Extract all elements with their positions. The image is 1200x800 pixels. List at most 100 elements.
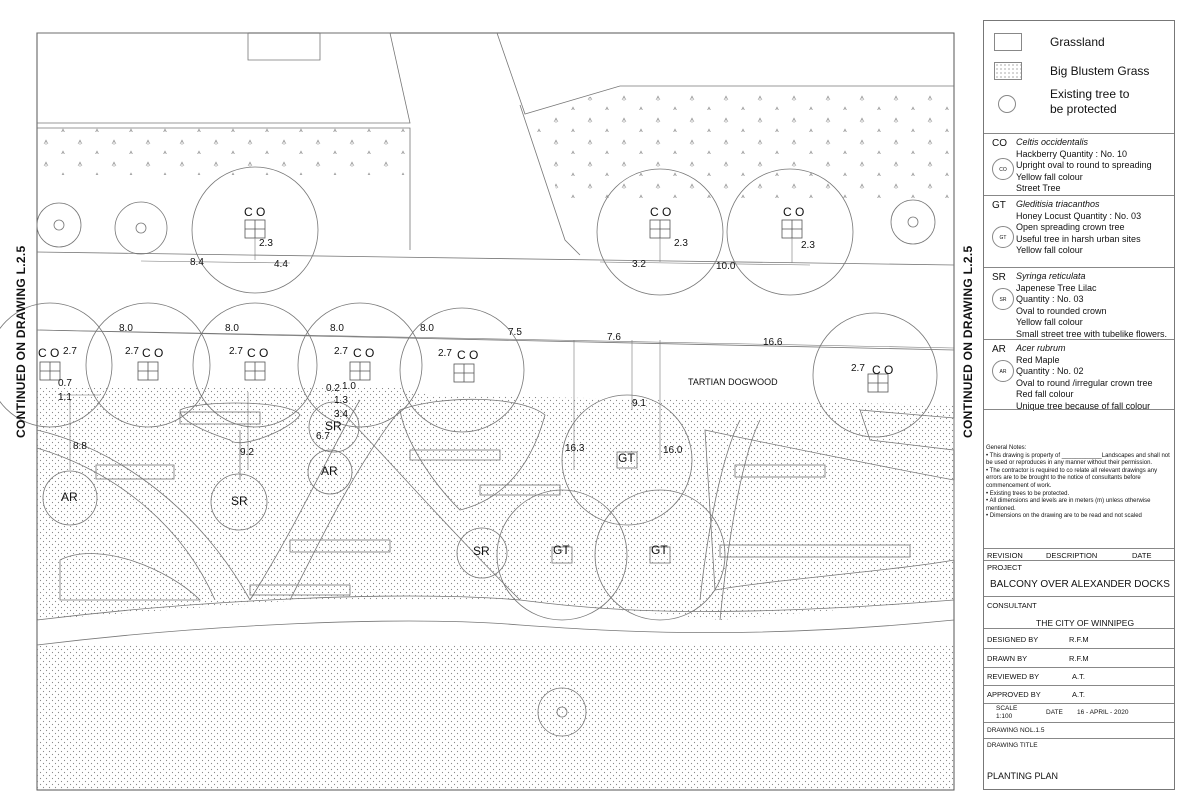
tree-label-co: C O	[872, 363, 894, 377]
dimension-label: 3.2	[632, 259, 646, 270]
dimension-label: 2.7	[125, 346, 139, 357]
dimension-lines	[39, 238, 955, 470]
species-entry-gt: GT GT Gleditisia triacanthos Honey Locus…	[984, 195, 1174, 267]
note-item: • Existing trees to be protected.	[986, 490, 1070, 497]
tree-label-ar: AR	[321, 464, 338, 478]
note-item: • This drawing is property of __________…	[986, 452, 1170, 467]
tree-label-gt: GT	[651, 543, 668, 557]
dimension-label: 7.5	[508, 327, 522, 338]
tree-label-co: C O	[353, 346, 375, 360]
tree-label-gt: GT	[618, 451, 635, 465]
co-planting-grids	[39, 219, 889, 393]
tree-label-co: C O	[38, 346, 60, 360]
scale-date-row: SCALE 1:100 DATE 16 - APRIL - 2020	[984, 703, 1174, 722]
dimension-label: 8.4	[190, 257, 204, 268]
dimension-label: 2.7	[851, 363, 865, 374]
dimension-label: 2.3	[801, 240, 815, 251]
co-tree-crowns-top	[191, 166, 854, 296]
grassland-area-left	[37, 125, 408, 175]
dimension-label: 2.7	[334, 346, 348, 357]
legend-title-panel: Grassland Big Blustem Grass Existing tre…	[983, 20, 1175, 790]
tree-label-co: C O	[457, 348, 479, 362]
dimension-label: 1.3	[334, 395, 348, 406]
dimension-label: 2.7	[63, 346, 77, 357]
dimension-label: 2.3	[259, 238, 273, 249]
drawn-by-row: DRAWN BY R.F.M	[984, 648, 1174, 667]
designed-by-row: DESIGNED BY R.F.M	[984, 628, 1174, 648]
co-tree-crowns-row	[0, 302, 938, 438]
sr-symbol-icon: SR	[992, 288, 1014, 310]
revision-header: REVISION DESCRIPTION DATE	[984, 548, 1174, 560]
lower-grass-area	[37, 645, 954, 790]
gt-tree-crowns	[496, 394, 726, 621]
project-block: PROJECT BALCONY OVER ALEXANDER DOCKS	[984, 560, 1174, 596]
dimension-label: 6.7	[316, 431, 330, 442]
species-entry-ar: AR AR Acer rubrum Red Maple Quantity : N…	[984, 339, 1174, 411]
dimension-label: 16.0	[663, 445, 683, 456]
co-symbol-icon: CO	[992, 158, 1014, 180]
building-outline-left	[37, 32, 411, 124]
dimension-label: 4.4	[274, 259, 288, 270]
continued-label-right: CONTINUED ON DRAWING L.2.5	[961, 245, 975, 438]
species-entry-co: CO CO Celtis occidentalis Hackberry Quan…	[984, 133, 1174, 195]
dimension-label: 10.0	[716, 261, 736, 272]
dimension-label: 9.2	[240, 447, 254, 458]
tree-label-co: C O	[783, 205, 805, 219]
note-item: • The contractor is required to co relat…	[986, 467, 1158, 489]
drawing-title-block: DRAWING TITLE PLANTING PLAN	[984, 738, 1174, 789]
street-edge-top	[36, 251, 955, 266]
shrub-label-tartian-dogwood: TARTIAN DOGWOOD	[688, 377, 778, 387]
dimension-label: 2.7	[438, 348, 452, 359]
note-item: • All dimensions and levels are in meter…	[986, 498, 1151, 512]
dotted-hatch-symbol-icon	[994, 62, 1022, 80]
dimension-label: 16.3	[565, 443, 585, 454]
dimension-label: 8.8	[73, 441, 87, 452]
continued-label-left: CONTINUED ON DRAWING L.2.5	[14, 245, 28, 438]
tree-label-ar: AR	[61, 490, 78, 504]
dimension-label: 1.1	[58, 392, 72, 403]
tree-label-sr: SR	[231, 494, 248, 508]
dimension-label: 0.2	[326, 383, 340, 394]
ar-symbol-icon: AR	[992, 360, 1014, 382]
dimension-label: 1.0	[342, 381, 356, 392]
dimension-label: 8.0	[420, 323, 434, 334]
tree-label-co: C O	[244, 205, 266, 219]
dimension-label: 16.6	[763, 337, 783, 348]
drawing-number-row: DRAWING NO. L.1.5	[984, 722, 1174, 738]
tree-label-co: C O	[247, 346, 269, 360]
street-edge-bottom	[36, 329, 955, 351]
consultant-block: CONSULTANT THE CITY OF WINNIPEG	[984, 596, 1174, 628]
tree-label-co: C O	[650, 205, 672, 219]
note-item: • Dimensions on the drawing are to be re…	[986, 513, 1142, 520]
dimension-label: 9.1	[632, 398, 646, 409]
project-name: BALCONY OVER ALEXANDER DOCKS	[990, 579, 1170, 590]
tree-label-sr: SR	[325, 419, 342, 433]
species-entry-sr: SR SR Syringa reticulata Japenese Tree L…	[984, 267, 1174, 339]
existing-trees	[36, 199, 936, 737]
dimension-label: 2.3	[674, 238, 688, 249]
dimension-label: 8.0	[330, 323, 344, 334]
drawing-number: L.1.5	[1030, 727, 1045, 734]
planter-beds	[59, 398, 955, 601]
dimension-label: 3.4	[334, 409, 348, 420]
general-notes: General Notes: • This drawing is propert…	[986, 445, 1172, 521]
tree-label-co: C O	[142, 346, 164, 360]
dimension-label: 2.7	[229, 346, 243, 357]
reviewed-by-row: REVIEWED BY A.T.	[984, 667, 1174, 685]
building-outline-right	[496, 32, 954, 115]
tree-label-gt: GT	[553, 543, 570, 557]
dimension-label: 8.0	[119, 323, 133, 334]
drawing-date: 16 - APRIL - 2020	[1077, 709, 1129, 716]
approved-by-row: APPROVED BY A.T.	[984, 685, 1174, 703]
existing-tree-circle-icon	[998, 95, 1016, 113]
grassland-symbol-icon	[994, 33, 1022, 51]
dimension-label: 8.0	[225, 323, 239, 334]
gt-symbol-icon: GT	[992, 226, 1014, 248]
tree-label-sr: SR	[473, 544, 490, 558]
consultant-name: THE CITY OF WINNIPEG	[1036, 618, 1135, 628]
sr-ar-tree-crowns	[42, 401, 508, 579]
dimension-label: 7.6	[607, 332, 621, 343]
dimension-label: 0.7	[58, 378, 72, 389]
grassland-area-right	[530, 88, 954, 200]
